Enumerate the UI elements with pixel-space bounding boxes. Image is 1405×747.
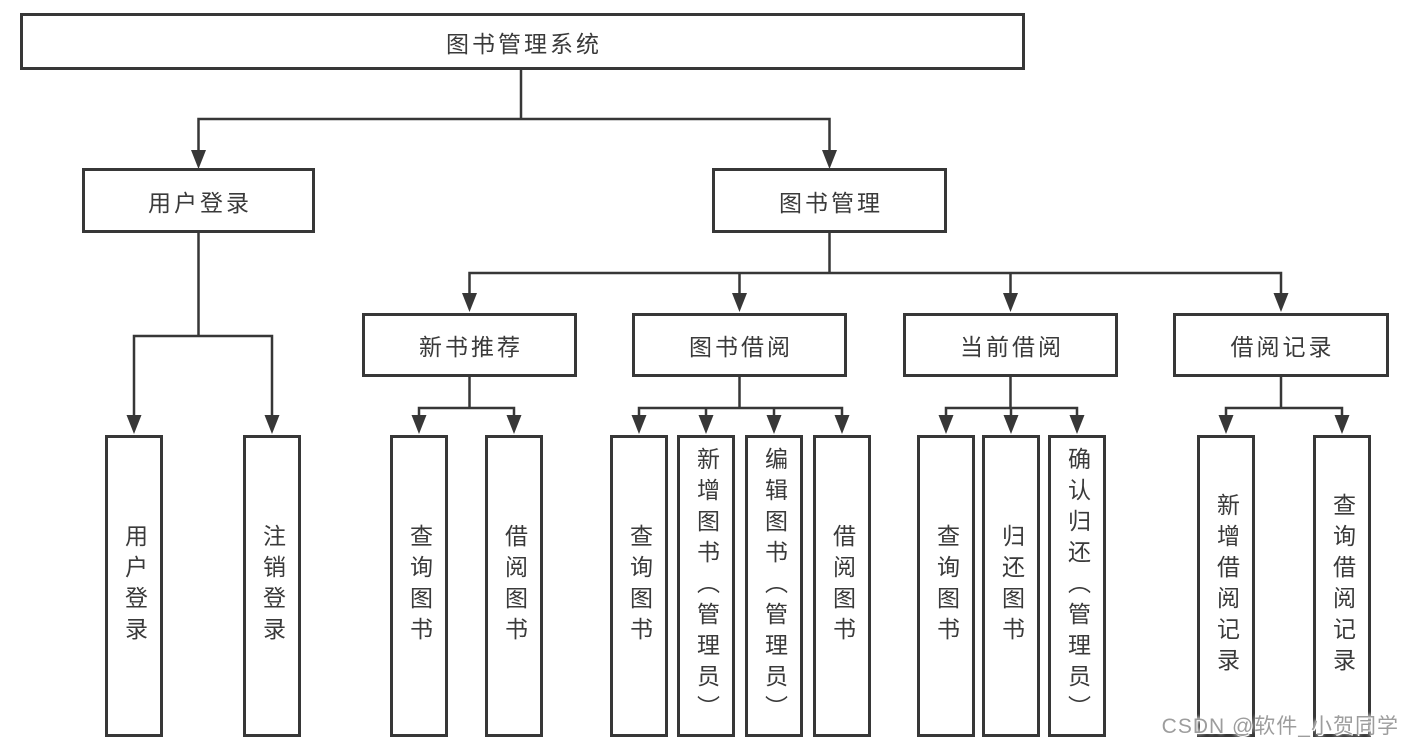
leaf-query-books-borrow-label: 查询图书 — [626, 524, 653, 648]
node-current-borrow-label: 当前借阅 — [960, 334, 1064, 360]
leaf-edit-book-admin: 编辑图书（管理员） — [745, 435, 803, 737]
watermark: CSDN @软件_小贺同学 — [1161, 715, 1399, 738]
leaf-confirm-return-admin: 确认归还（管理员） — [1048, 435, 1106, 737]
node-current-borrow: 当前借阅 — [903, 313, 1118, 377]
leaf-user-login-label: 用户登录 — [121, 524, 148, 648]
leaf-query-books-current: 查询图书 — [917, 435, 975, 737]
node-book-management: 图书管理 — [712, 168, 947, 233]
node-book-borrow-label: 图书借阅 — [689, 334, 793, 360]
node-borrow-records-label: 借阅记录 — [1230, 334, 1335, 360]
leaf-add-borrow-record-label: 新增借阅记录 — [1213, 493, 1240, 679]
leaf-add-book-admin-label: 新增图书（管理员） — [693, 446, 720, 726]
node-user-login-label: 用户登录 — [148, 189, 252, 216]
leaf-borrow-books: 借阅图书 — [813, 435, 871, 737]
leaf-query-books-borrow: 查询图书 — [610, 435, 668, 737]
leaf-query-borrow-record: 查询借阅记录 — [1313, 435, 1371, 737]
leaf-return-books-label: 归还图书 — [998, 524, 1025, 648]
leaf-borrow-books-recommend-label: 借阅图书 — [501, 524, 528, 648]
node-root: 图书管理系统 — [20, 13, 1025, 70]
node-book-management-label: 图书管理 — [779, 189, 883, 216]
node-new-book-recommend-label: 新书推荐 — [419, 334, 523, 360]
leaf-logout: 注销登录 — [243, 435, 301, 737]
leaf-query-books-recommend-label: 查询图书 — [406, 524, 433, 648]
leaf-query-books-recommend: 查询图书 — [390, 435, 448, 737]
leaf-confirm-return-admin-label: 确认归还（管理员） — [1064, 446, 1091, 726]
leaf-add-book-admin: 新增图书（管理员） — [677, 435, 735, 737]
node-book-borrow: 图书借阅 — [632, 313, 847, 377]
node-root-label: 图书管理系统 — [446, 30, 602, 57]
leaf-query-borrow-record-label: 查询借阅记录 — [1329, 493, 1356, 679]
leaf-edit-book-admin-label: 编辑图书（管理员） — [761, 446, 788, 726]
node-user-login: 用户登录 — [82, 168, 315, 233]
node-borrow-records: 借阅记录 — [1173, 313, 1389, 377]
leaf-add-borrow-record: 新增借阅记录 — [1197, 435, 1255, 737]
leaf-borrow-books-label: 借阅图书 — [829, 524, 856, 648]
leaf-user-login: 用户登录 — [105, 435, 163, 737]
node-new-book-recommend: 新书推荐 — [362, 313, 577, 377]
leaf-logout-label: 注销登录 — [259, 524, 286, 648]
leaf-borrow-books-recommend: 借阅图书 — [485, 435, 543, 737]
leaf-return-books: 归还图书 — [982, 435, 1040, 737]
leaf-query-books-current-label: 查询图书 — [933, 524, 960, 648]
arrowhead-icons — [126, 150, 1350, 434]
